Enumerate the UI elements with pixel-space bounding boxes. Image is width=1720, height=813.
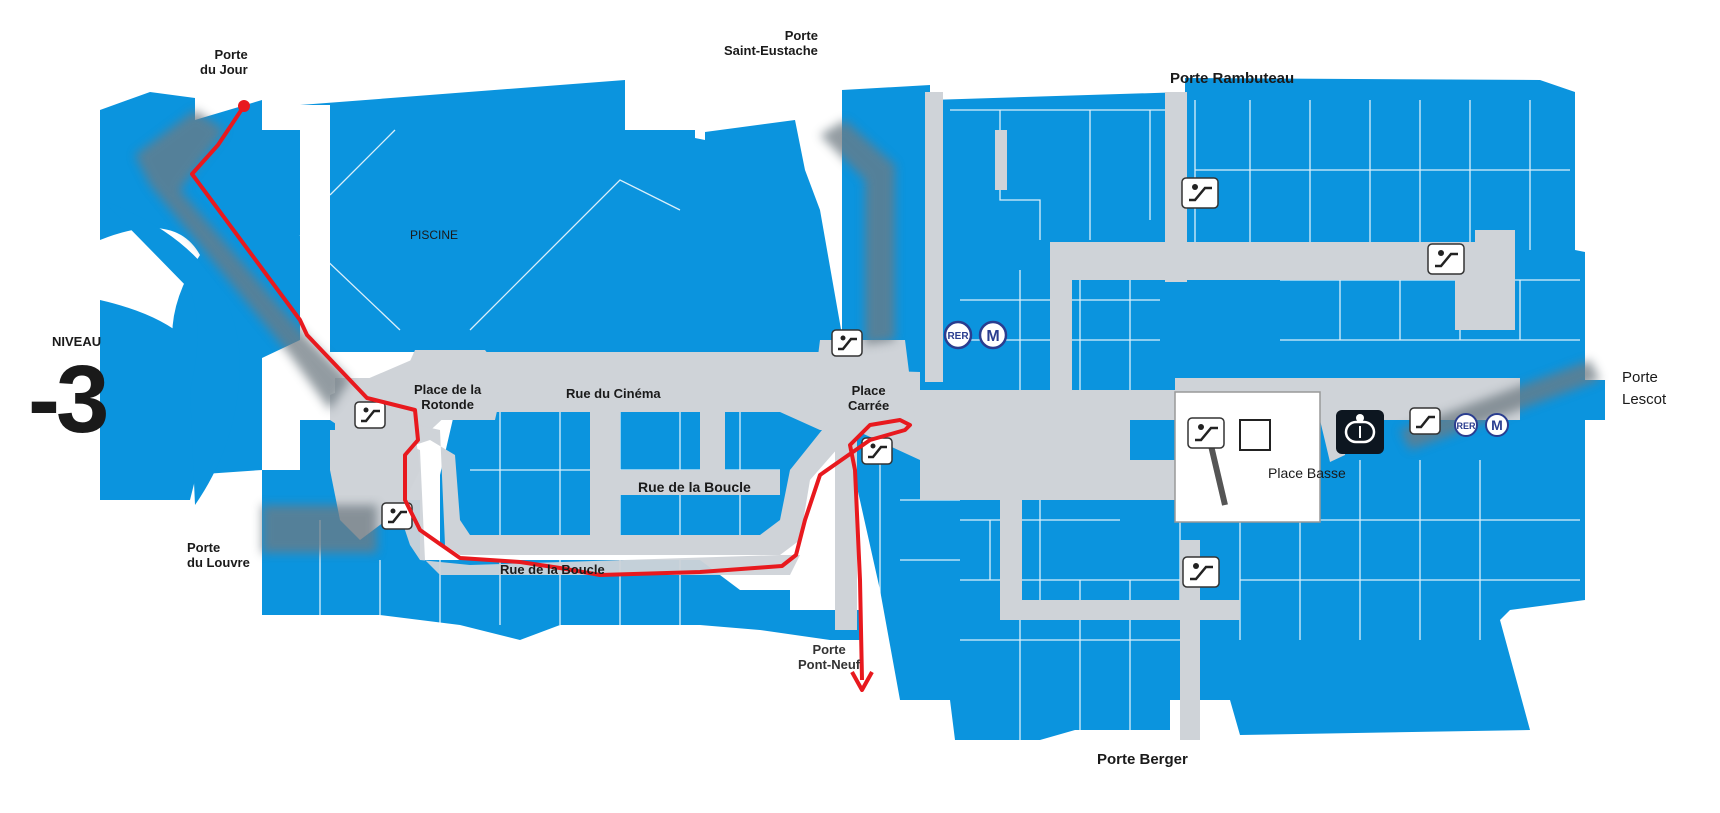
walking-route xyxy=(190,100,912,692)
escalator-icon xyxy=(1181,177,1219,209)
svg-text:M: M xyxy=(986,328,999,345)
svg-text:RER: RER xyxy=(1456,421,1476,431)
gate-label-porte-berger: Porte Berger xyxy=(1097,751,1188,768)
route-start-dot xyxy=(238,100,250,112)
passage-porte-du-jour xyxy=(135,110,350,410)
corridor-loop-crossbar xyxy=(620,470,780,495)
route-line xyxy=(190,104,912,681)
corridor-north-link xyxy=(1050,242,1072,412)
escalator-icon xyxy=(1409,407,1441,435)
corridor-south-west xyxy=(1000,440,1022,620)
corridor-west-loop xyxy=(395,440,800,575)
area-label-piscine: PISCINE xyxy=(410,228,459,242)
area-label-rue-du-cinema: Rue du Cinéma xyxy=(566,386,661,401)
shop-block-west-outer xyxy=(102,200,240,505)
escalator-icon xyxy=(831,329,863,357)
place-carree xyxy=(810,340,915,440)
metro-icon: M xyxy=(1485,413,1509,437)
exit-passages xyxy=(135,110,1600,553)
corridor-berger xyxy=(1180,540,1200,740)
escalator-icon xyxy=(1427,243,1465,275)
place-de-la-rotonde xyxy=(395,350,505,420)
passage-porte-du-louvre xyxy=(262,505,377,553)
escalator-icon xyxy=(354,401,386,429)
escalator-icon xyxy=(861,437,893,465)
area-label-rue-de-la-boucle-lower: Rue de la Boucle xyxy=(500,562,605,577)
shop-block-east xyxy=(1585,380,1605,420)
rue-de-la-boucle xyxy=(395,420,845,555)
area-label-place-de-la-rotonde: Place de la Rotonde xyxy=(414,382,482,412)
corridor-rue-du-cinema xyxy=(330,352,1520,500)
escalator-icon xyxy=(1187,417,1225,449)
passage-saint-eustache xyxy=(820,120,895,345)
corridor-north-east xyxy=(1050,230,1515,330)
passage-porte-lescot xyxy=(1400,360,1600,450)
corridor-north-stub xyxy=(995,130,1007,190)
corridor-saint-eustache xyxy=(925,92,943,382)
gate-label-porte-du-louvre: Porte du Louvre xyxy=(187,540,250,570)
route-end-arrow xyxy=(850,671,874,692)
area-label-rue-de-la-boucle-upper: Rue de la Boucle xyxy=(638,479,751,495)
piscine-block xyxy=(300,80,842,360)
rer-icon: RER xyxy=(1454,413,1478,437)
corridor-rambuteau xyxy=(1165,92,1187,282)
rer-icon: RER xyxy=(943,320,973,350)
svg-text:RER: RER xyxy=(947,331,969,342)
area-label-place-carree: Place Carrée xyxy=(848,383,890,413)
svg-text:M: M xyxy=(1491,417,1503,433)
gate-label-porte-saint-eustache: Porte Saint-Eustache xyxy=(724,28,818,58)
escalator-icons xyxy=(354,177,1465,588)
gate-label-porte-du-jour: Porte du Jour xyxy=(200,47,248,77)
transit-icons: RER M RER M xyxy=(943,320,1509,437)
level-number: -3 xyxy=(28,346,109,453)
shop-block-south xyxy=(262,420,860,640)
gate-label-porte-pont-neuf: Porte Pont-Neuf xyxy=(798,642,861,672)
level-caption: NIVEAU xyxy=(52,334,102,349)
corridor-loop-spine-1 xyxy=(590,412,620,542)
corridor-south-cross xyxy=(1000,600,1240,620)
gate-label-porte-rambuteau: Porte Rambuteau xyxy=(1170,70,1295,87)
corridor-loop-spine-2 xyxy=(700,412,725,472)
place-basse-area xyxy=(1174,391,1321,523)
gate-label-porte-lescot: Porte Lescot xyxy=(1622,369,1667,408)
escalator-icon xyxy=(381,502,413,530)
area-label-place-basse: Place Basse xyxy=(1268,465,1346,481)
corridor-pont-neuf xyxy=(835,430,857,630)
escalator-icon xyxy=(1182,556,1220,588)
metro-icon: M xyxy=(978,320,1008,350)
elevator-icon xyxy=(1336,410,1384,454)
